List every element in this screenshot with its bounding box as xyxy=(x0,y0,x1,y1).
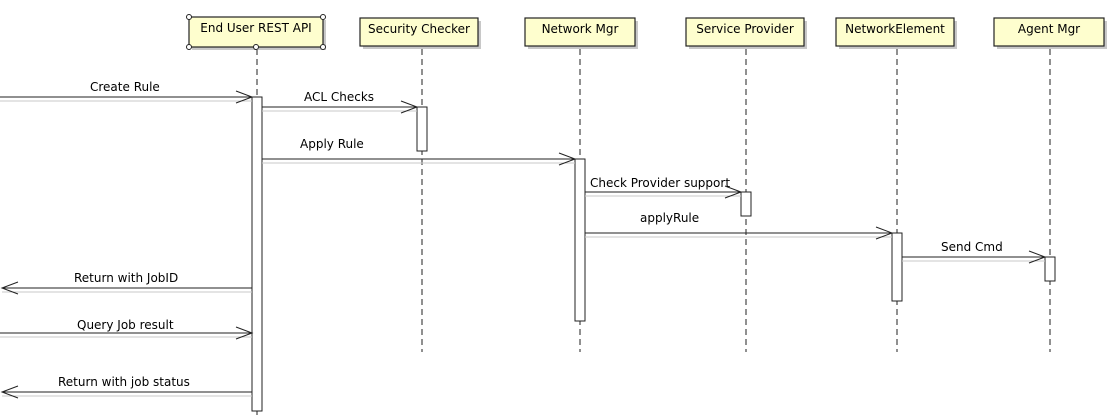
messages: Create Rule ACL Checks Apply Rule Check … xyxy=(0,80,1047,399)
message-check-provider-support[interactable]: Check Provider support xyxy=(585,176,743,199)
activation-svc xyxy=(740,191,752,217)
participant-label: Security Checker xyxy=(368,22,470,36)
activation-agent xyxy=(1044,256,1056,282)
corner-handle xyxy=(320,14,326,20)
message-query-job-result[interactable]: Query Job result xyxy=(0,318,254,340)
arrow-head-icon xyxy=(0,281,19,295)
lifelines xyxy=(256,49,1051,415)
corner-handle xyxy=(186,14,192,20)
participant-svc[interactable]: Service Provider xyxy=(685,17,807,49)
message-label: Send Cmd xyxy=(941,240,1003,254)
corner-handle xyxy=(320,44,326,50)
activation-sec xyxy=(416,106,428,152)
activation-net xyxy=(574,158,586,322)
message-label: Return with JobID xyxy=(74,271,178,285)
participant-ne[interactable]: NetworkElement xyxy=(835,17,957,49)
message-label: Return with job status xyxy=(58,375,190,389)
corner-handle xyxy=(186,44,192,50)
arrow-head-icon xyxy=(400,100,419,114)
participant-label: End User REST API xyxy=(200,21,311,35)
message-label: ACL Checks xyxy=(304,90,374,104)
message-applyrule[interactable]: applyRule xyxy=(585,211,894,240)
message-label: applyRule xyxy=(640,211,699,225)
corner-handle xyxy=(253,44,259,50)
participant-agent[interactable]: Agent Mgr xyxy=(993,17,1107,49)
message-return-with-job-status[interactable]: Return with job status xyxy=(0,375,252,399)
activation-ne xyxy=(891,232,903,302)
participant-label: Service Provider xyxy=(696,22,794,36)
participant-label: NetworkElement xyxy=(845,22,945,36)
participant-net[interactable]: Network Mgr xyxy=(524,17,638,49)
participant-api[interactable]: End User REST API xyxy=(186,14,327,51)
activations xyxy=(251,96,1056,412)
message-apply-rule[interactable]: Apply Rule xyxy=(262,137,577,166)
activation-api xyxy=(251,96,263,412)
arrow-head-icon xyxy=(235,90,254,104)
participant-label: Network Mgr xyxy=(542,22,619,36)
arrow-head-icon xyxy=(0,385,19,399)
message-send-cmd[interactable]: Send Cmd xyxy=(902,240,1047,264)
message-create-rule[interactable]: Create Rule xyxy=(0,80,254,104)
arrow-head-icon xyxy=(235,326,254,340)
message-acl-checks[interactable]: ACL Checks xyxy=(262,90,419,114)
arrow-head-icon xyxy=(724,185,743,199)
participant-label: Agent Mgr xyxy=(1018,22,1080,36)
participant-sec[interactable]: Security Checker xyxy=(359,17,481,49)
message-label: Apply Rule xyxy=(300,137,364,151)
arrow-head-icon xyxy=(875,226,894,240)
message-label: Create Rule xyxy=(90,80,160,94)
arrow-head-icon xyxy=(558,152,577,166)
arrow-head-icon xyxy=(1028,250,1047,264)
message-return-with-jobid[interactable]: Return with JobID xyxy=(0,271,252,295)
participants: End User REST API Security Checker Netwo… xyxy=(186,14,1107,51)
message-label: Check Provider support xyxy=(590,176,730,190)
message-label: Query Job result xyxy=(77,318,174,332)
